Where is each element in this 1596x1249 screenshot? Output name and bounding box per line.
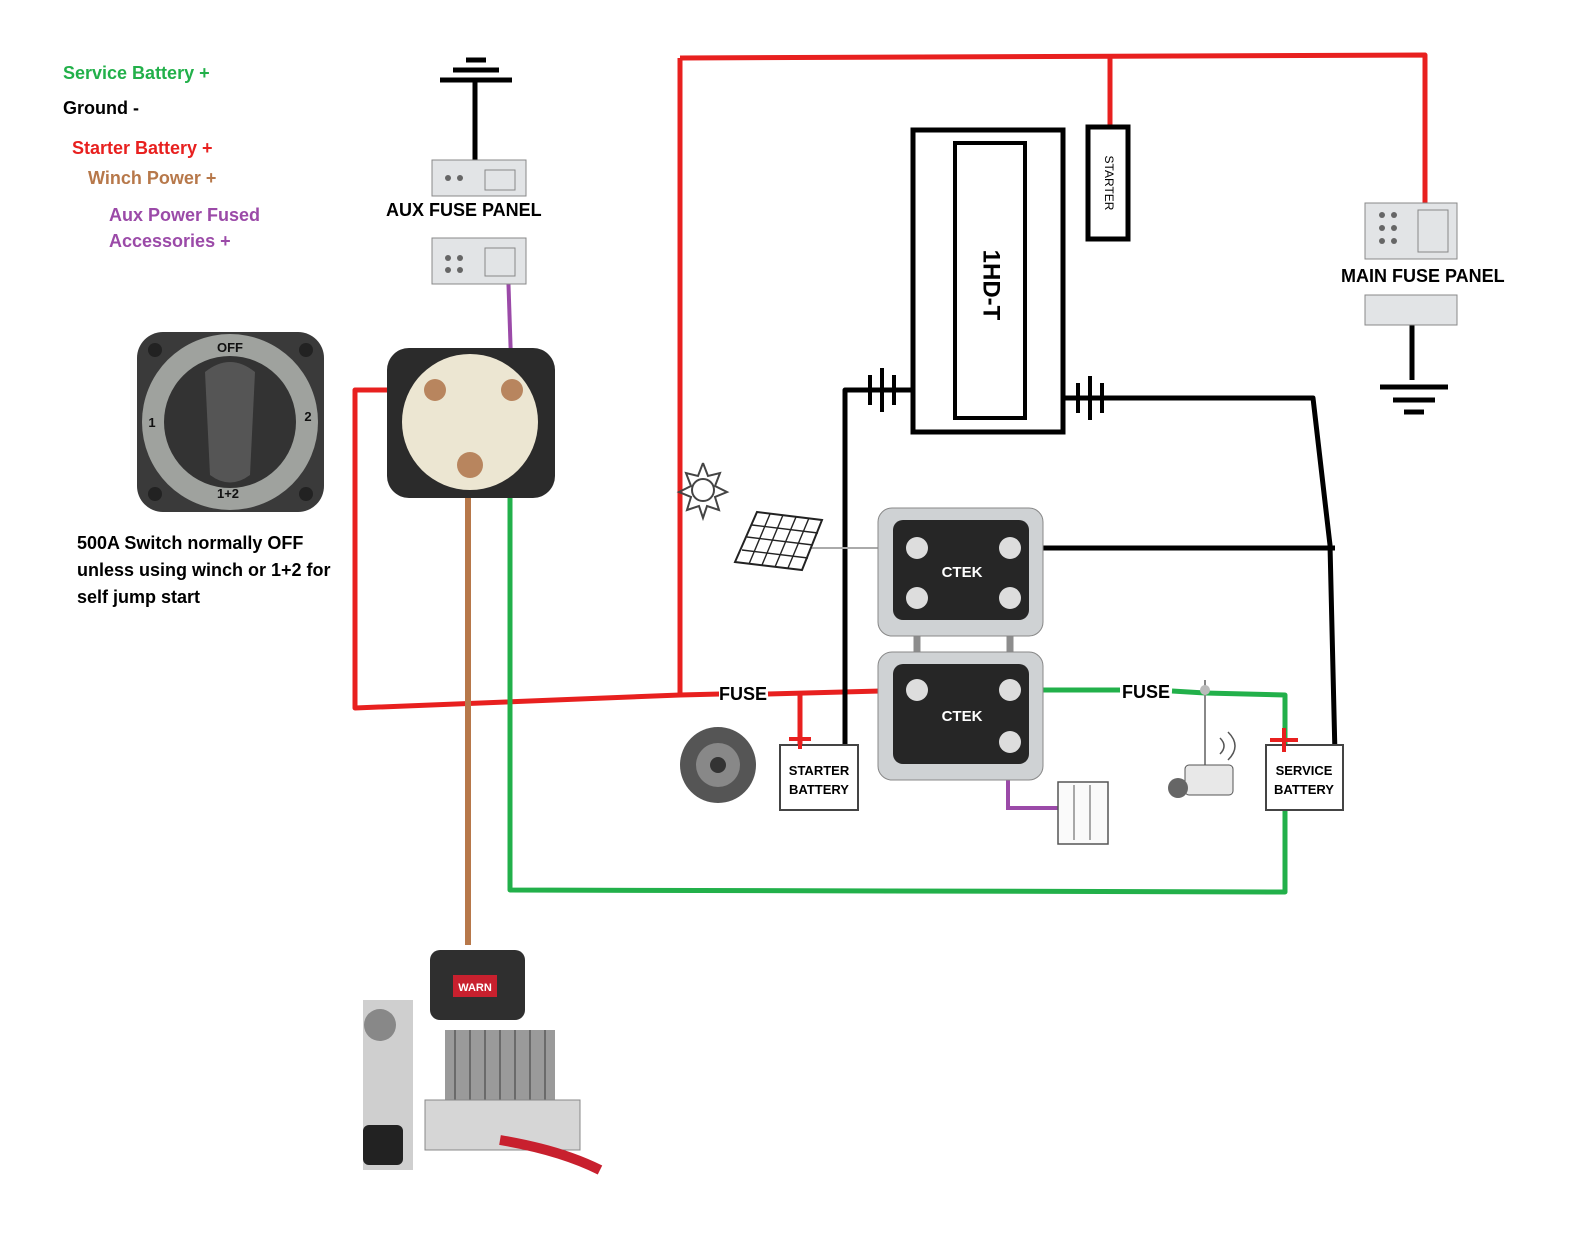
ground-icon	[1380, 384, 1448, 415]
switch-position-1-2: 1+2	[217, 486, 239, 501]
alternator-icon	[680, 727, 756, 803]
service-battery-label: SERVICE	[1276, 763, 1333, 778]
legend-service-battery: Service Battery +	[63, 63, 210, 83]
winch-brand-label: WARN	[458, 982, 492, 994]
starter-battery-label: BATTERY	[789, 782, 849, 797]
ctek-charger-top	[877, 507, 1044, 637]
service-positive-wires	[507, 390, 1288, 895]
radio-antenna-icon	[1168, 680, 1236, 798]
solar-panel	[733, 510, 824, 572]
ctek-brand-top: CTEK	[942, 564, 983, 581]
legend-aux-power: Aux Power Fused	[109, 205, 261, 225]
sun-icon	[676, 462, 730, 522]
fuse-label-starter: FUSE	[719, 684, 768, 705]
aux-fuse-panel-label: AUX FUSE PANEL	[383, 200, 545, 221]
ctek-brand-bottom: CTEK	[942, 708, 983, 725]
legend-winch-power: Winch Power +	[88, 168, 217, 188]
service-battery	[1265, 728, 1344, 811]
chassis-ground-icon	[1076, 376, 1104, 420]
starter-battery	[779, 729, 859, 811]
ctek-charger-bottom	[877, 651, 1044, 781]
starter-label: STARTER	[1102, 156, 1116, 211]
battery-switch[interactable]	[137, 332, 324, 512]
engine-label: 1HD-T	[978, 250, 1005, 321]
engine-block	[910, 127, 1066, 435]
service-battery-label: BATTERY	[1274, 782, 1334, 797]
starter-motor	[1085, 124, 1131, 242]
ground-icon	[440, 57, 512, 83]
main-fuse-panel[interactable]	[1364, 202, 1458, 326]
starter-battery-label: STARTER	[789, 763, 850, 778]
switch-note: 500A Switch normally OFF unless using wi…	[77, 533, 331, 607]
switch-position-2: 2	[304, 409, 311, 424]
legend-starter-battery: Starter Battery +	[72, 138, 213, 158]
switch-position-1: 1	[148, 415, 155, 430]
switch-position-off: OFF	[217, 340, 243, 355]
main-fuse-panel-label: MAIN FUSE PANEL	[1338, 266, 1508, 287]
fuse-block-icon	[1057, 781, 1109, 845]
aux-fuse-panel[interactable]	[431, 159, 527, 285]
legend-aux-power-line2: Accessories +	[109, 231, 231, 251]
legend-ground: Ground -	[63, 98, 139, 118]
battery-isolator	[387, 348, 555, 498]
winch-icon	[363, 950, 603, 1175]
ground-wires	[472, 82, 1415, 756]
chassis-ground-icon	[868, 368, 896, 412]
fuse-label-service: FUSE	[1122, 682, 1171, 703]
